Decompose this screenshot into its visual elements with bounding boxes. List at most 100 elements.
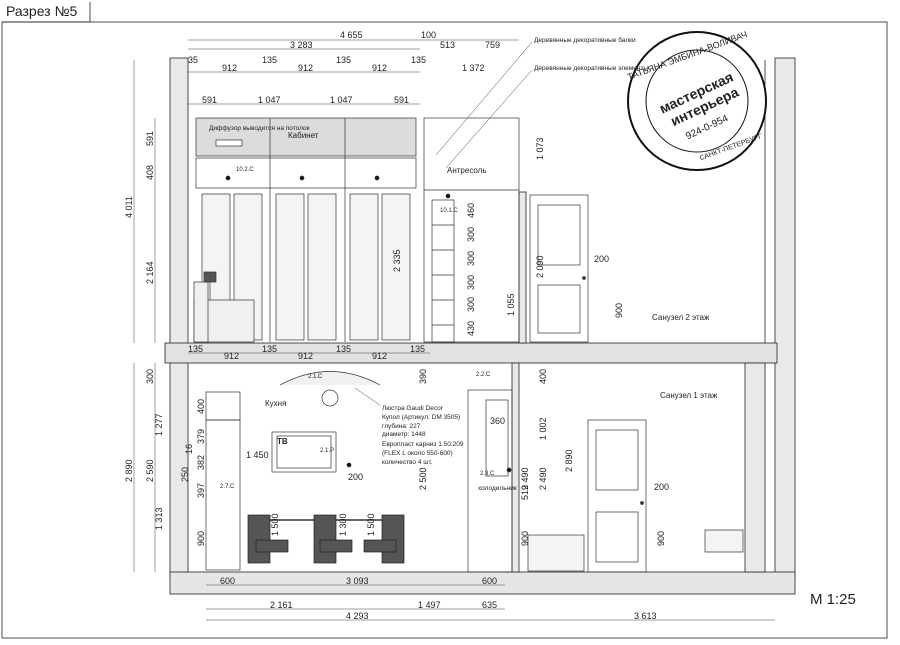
room-fridge: холодильник xyxy=(478,485,517,492)
toilet xyxy=(704,529,744,553)
dim-v-2500: 2 500 xyxy=(418,467,428,490)
dim-v-1450: 1 450 xyxy=(246,450,269,460)
wardrobe xyxy=(195,117,417,342)
room-wc2: Санузел 2 этаж xyxy=(652,313,710,322)
dim-v-200-a: 200 xyxy=(594,254,609,264)
wc1-door-handle xyxy=(640,501,644,505)
dim-v-900-c: 900 xyxy=(520,531,530,546)
dim-135-c: 135 xyxy=(411,55,426,65)
dim-v-200-b: 200 xyxy=(348,472,363,482)
dim-bot-4293: 4 293 xyxy=(346,611,369,621)
leader-beams xyxy=(435,41,533,156)
left-wall xyxy=(169,57,189,579)
dim-v-460: 460 xyxy=(466,203,476,218)
room-antresol: Антресоль xyxy=(447,166,487,175)
tag-10-2-c: 10.2.С xyxy=(236,167,254,173)
dim-mid-135-d: 135 xyxy=(410,344,425,354)
dim-bot-600-b: 600 xyxy=(482,576,497,586)
dim-v-1300: 1 300 xyxy=(338,513,348,536)
dim-v-900-d: 900 xyxy=(656,531,666,546)
tag-2-1-c: 2.1.С xyxy=(308,374,323,380)
stamp-outer-ring xyxy=(627,31,767,171)
floor-slab xyxy=(164,342,778,364)
wc2-door-frame xyxy=(529,194,589,343)
dim-v-900-a: 900 xyxy=(614,303,624,318)
dim-bot-3613: 3 613 xyxy=(634,611,657,621)
dim-mid-135-c: 135 xyxy=(336,344,351,354)
dim-v-300-e: 300 xyxy=(145,369,155,384)
chair-3-back xyxy=(381,514,405,564)
dim-v-408: 408 xyxy=(145,165,155,180)
leader-elements xyxy=(445,69,533,169)
right-wall xyxy=(774,57,796,579)
dim-v-4011: 4 011 xyxy=(124,196,134,218)
dim-v-591: 591 xyxy=(145,131,155,146)
chandelier xyxy=(321,389,339,407)
dining-chairs xyxy=(247,514,405,564)
dim-v-1073: 1 073 xyxy=(535,137,545,160)
dim-mid-912-b: 912 xyxy=(298,351,313,361)
scale-label: М 1:25 xyxy=(810,591,856,608)
note-cornice-3: количество 4 шт. xyxy=(382,459,433,466)
wardrobe-top-band xyxy=(195,117,417,157)
dim-135-b: 135 xyxy=(336,55,351,65)
fridge xyxy=(467,389,513,573)
dim-v-400-b: 400 xyxy=(538,369,548,384)
dim-v-360: 360 xyxy=(490,416,505,426)
dim-v-2590: 2 590 xyxy=(145,459,155,482)
ladder xyxy=(431,199,455,343)
note-diffuser: Диффузор выводится на потолок xyxy=(209,125,310,132)
dim-v-250: 250 xyxy=(180,467,190,482)
dim-mid-135-a: 135 xyxy=(188,344,203,354)
note-cornice-2: (FLEX L около 550-600) xyxy=(382,450,453,457)
bathtub xyxy=(527,534,585,572)
dim-v-900-b: 900 xyxy=(196,531,206,546)
dim-v-16: 16 xyxy=(184,444,194,454)
armchair-upper xyxy=(193,271,255,343)
tv-inner xyxy=(276,435,332,469)
dim-mid-912-c: 912 xyxy=(372,351,387,361)
dim-v-400-a: 400 xyxy=(196,399,206,414)
upper-partition xyxy=(518,191,527,344)
wardrobe-door-4 xyxy=(307,193,337,341)
dim-v-2490-a: 2 490 xyxy=(520,467,530,490)
fridge-light xyxy=(506,467,512,473)
dim-v-519: 519 xyxy=(520,485,530,500)
dimension-lines xyxy=(133,39,775,621)
note-kupol-1: Купол (Артикул: DM 3505) xyxy=(382,414,460,421)
tag-2-7-c: 2.7.С xyxy=(220,484,235,490)
dim-v-1002: 1 002 xyxy=(538,417,548,440)
wc1-door-frame xyxy=(587,419,647,573)
note-cornice-1: Европласт карниз 1.50.209 xyxy=(382,441,464,448)
dim-mid-912-a: 912 xyxy=(224,351,239,361)
dim-v-200-c: 200 xyxy=(654,482,669,492)
dim-bot-1497: 1 497 xyxy=(418,600,441,610)
wardrobe-door-6 xyxy=(381,193,411,341)
dim-591-a: 591 xyxy=(202,95,217,105)
dim-total: 4 655 xyxy=(340,30,363,40)
room-wc1: Санузел 1 этаж xyxy=(660,391,718,400)
wardrobe-door-3 xyxy=(275,193,305,341)
kitchen-furniture xyxy=(205,371,400,571)
dim-1047-a: 1 047 xyxy=(258,95,281,105)
dim-v-2090: 2 090 xyxy=(535,255,545,278)
dim-35: 35 xyxy=(188,55,198,65)
dim-bot-2161: 2 161 xyxy=(270,600,293,610)
dim-v-430: 430 xyxy=(466,321,476,336)
antresol-shelving xyxy=(423,117,520,343)
dim-912-c: 912 xyxy=(372,63,387,73)
light-point-3 xyxy=(374,175,380,181)
dim-591-b: 591 xyxy=(394,95,409,105)
wardrobe-door-5 xyxy=(349,193,379,341)
wc1-door-panel-top xyxy=(595,429,639,491)
dim-v-300-b: 300 xyxy=(466,251,476,266)
dim-v-1313: 1 313 xyxy=(154,507,164,530)
dim-v-1277: 1 277 xyxy=(154,413,164,436)
note-kupol-2: глубина: 227 xyxy=(382,422,421,430)
dim-v-1500-b: 1 500 xyxy=(366,513,376,536)
note-chandelier: Люстра Gaudi Decor xyxy=(382,405,444,412)
chair-2-back xyxy=(313,514,337,564)
wardrobe-drawer-band xyxy=(195,157,417,189)
